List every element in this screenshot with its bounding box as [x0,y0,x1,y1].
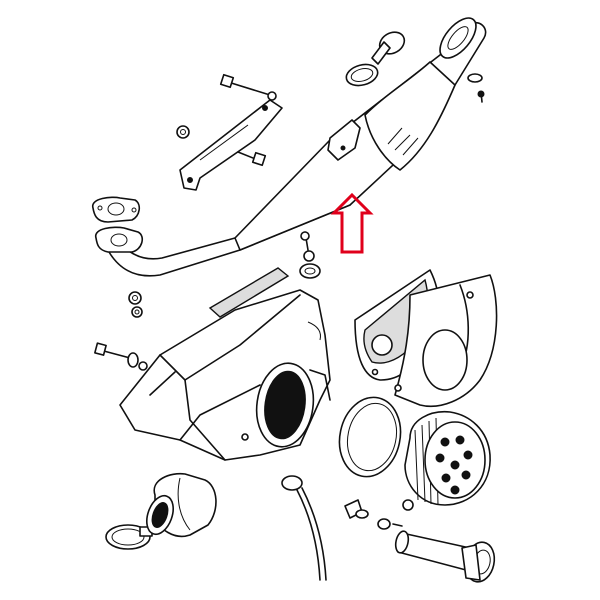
end-cap [394,530,496,583]
small-screws [467,73,485,103]
air-filter-housing [119,289,331,461]
mounting-bracket [176,73,283,191]
foam-strip [208,267,290,318]
intake-rubber-boot [146,472,217,537]
housing-bolt [94,342,148,371]
exhaust-silencer-end [345,31,406,87]
exhaust-gasket [92,196,144,253]
fan-cover [354,269,498,407]
filter-clips [344,499,414,530]
washers [128,231,321,318]
air-filter-element [338,396,491,506]
exhaust-pipe [102,17,487,277]
hose-clamp [105,524,153,550]
highlight-arrow [330,192,374,254]
fuel-hose [281,475,327,581]
